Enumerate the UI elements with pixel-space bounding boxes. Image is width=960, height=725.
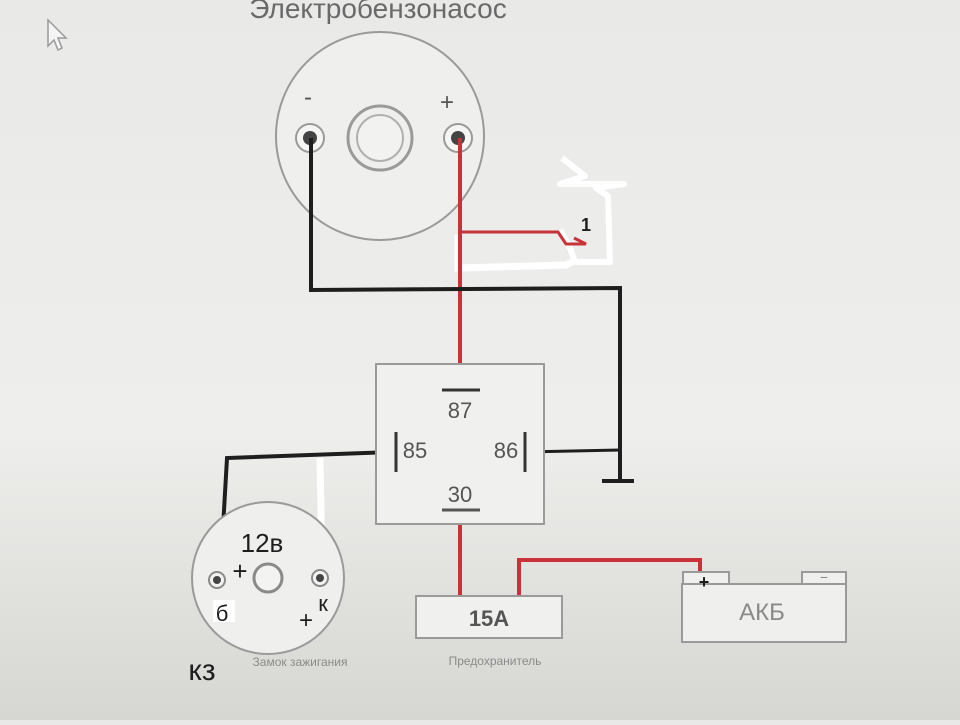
relay-pin-30-label: 30 xyxy=(448,482,472,507)
relay-pin-85-label: 85 xyxy=(403,438,427,463)
battery-terminal-plus xyxy=(682,571,730,585)
switch-red-wire xyxy=(460,230,587,246)
terminal-b-white-mark xyxy=(213,600,235,622)
fuel-pump: - + xyxy=(275,31,485,241)
ignition-terminal-b-label: б xyxy=(216,601,229,626)
relay-pin-86-label: 86 xyxy=(494,438,518,463)
ignition-terminal-k-core xyxy=(316,574,324,582)
ignition-caption: Замок зажигания xyxy=(253,655,348,669)
diagram-title: Электробензонасос xyxy=(249,0,506,24)
battery-minus-label: − xyxy=(820,569,828,585)
battery: + − АКБ xyxy=(681,569,847,643)
ignition-voltage-note: 12в xyxy=(241,528,284,558)
relay-pin-87-label: 87 xyxy=(448,398,472,423)
switch-label: 1 xyxy=(581,215,591,235)
fuse-caption: Предохранитель xyxy=(449,654,542,668)
pump-minus-label: - xyxy=(304,84,312,111)
fuel-pump-outlet-inner xyxy=(356,114,404,162)
ignition-terminal-k-label: к xyxy=(318,591,328,616)
relay: 87 85 86 30 xyxy=(375,363,545,525)
battery-plus-label: + xyxy=(699,572,710,592)
fuse-rating: 15A xyxy=(469,606,509,631)
ignition-terminal-b-core xyxy=(213,576,221,584)
fuse-body xyxy=(415,595,563,639)
mouse-cursor-icon xyxy=(47,18,68,52)
pump-plus-label: + xyxy=(440,89,454,116)
battery-terminal-minus xyxy=(801,571,847,585)
switch-bypass-white xyxy=(454,235,574,272)
ignition-note: кз xyxy=(188,654,215,687)
added-switch: 1 xyxy=(454,155,627,272)
ignition-keyhole xyxy=(252,562,284,594)
fuse: 15A Предохранитель xyxy=(415,595,563,668)
ignition-plus-bottom: + xyxy=(299,607,313,634)
ignition-plus-left: + xyxy=(232,556,247,586)
battery-label: АКБ xyxy=(739,599,785,626)
switch-white-outline xyxy=(557,155,627,265)
wire-red-fuse-to-battery xyxy=(517,558,702,598)
battery-body xyxy=(681,583,847,643)
ignition-switch: 12в + + б к Замок зажигания кз xyxy=(188,501,348,687)
wire-black-pump-ground xyxy=(309,138,622,480)
